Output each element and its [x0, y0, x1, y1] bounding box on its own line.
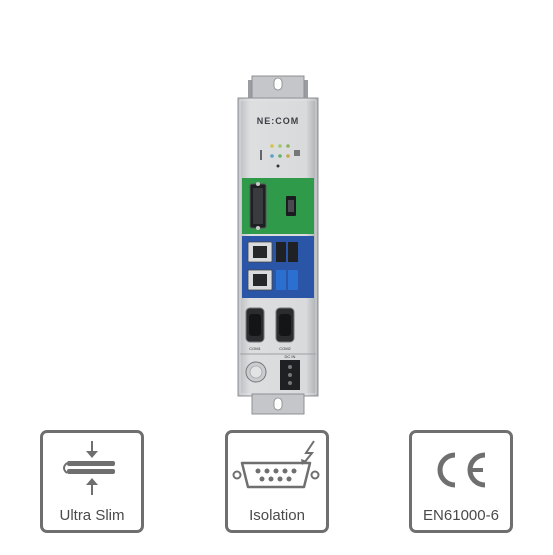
- com-ports: COM1 COM2: [245, 307, 295, 351]
- power-section: DC IN: [240, 353, 316, 390]
- ce-badge: EN61000-6: [409, 430, 513, 533]
- ultra-slim-badge: Ultra Slim: [40, 430, 144, 533]
- lan-usb-block: [242, 236, 314, 298]
- badge-label: Ultra Slim: [59, 507, 125, 524]
- device-front-panel: NE:COM COM1 CO: [237, 75, 319, 415]
- com1-label: COM1: [249, 346, 261, 351]
- isolation-badge: Isolation: [225, 430, 329, 533]
- badge-label: EN61000-6: [423, 507, 499, 524]
- ce-mark-icon: [437, 452, 486, 488]
- top-mounting-bracket: [248, 75, 308, 100]
- dc-in-label: DC IN: [285, 354, 296, 359]
- status-leds: [260, 144, 300, 168]
- badge-label: Isolation: [249, 507, 305, 524]
- display-port-block: [242, 178, 314, 234]
- brand-logo: NE:COM: [257, 116, 300, 126]
- com2-label: COM2: [279, 346, 291, 351]
- bottom-mounting-bracket: [251, 393, 305, 415]
- ultra-slim-icon: [63, 441, 115, 495]
- serial-isolation-icon: [232, 440, 320, 489]
